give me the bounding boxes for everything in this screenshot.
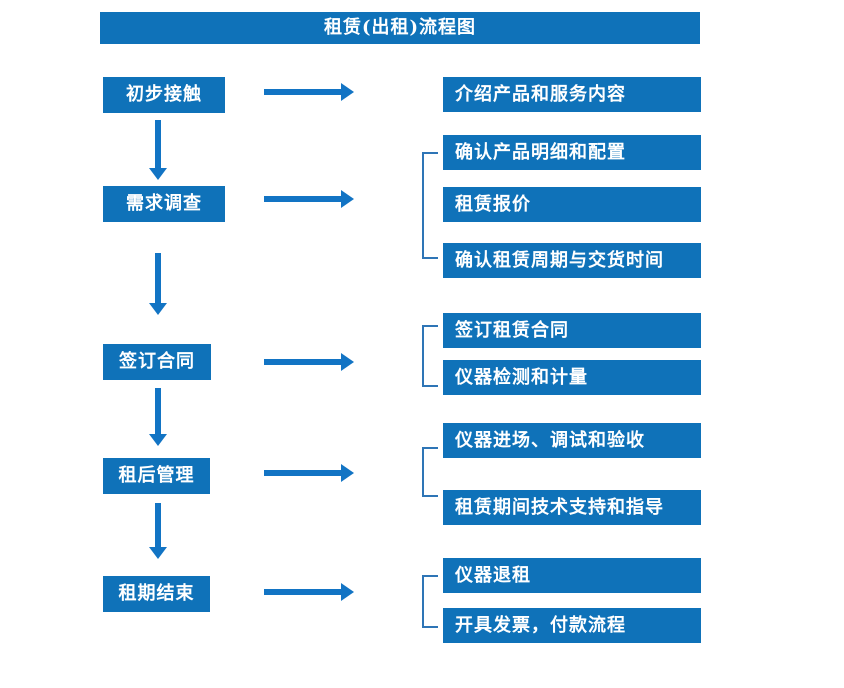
arrow-down-icon-4 [155,503,161,547]
arrow-down-icon-2 [155,253,161,303]
arrow-down-icon-3 [155,388,161,434]
arrow-right-icon-1 [264,89,341,95]
step-box-sign-contract: 签订合同 [103,344,211,380]
arrow-down-icon-1 [155,120,161,168]
flowchart-title: 租赁(出租)流程图 [100,12,700,44]
step-box-initial-contact: 初步接触 [103,77,225,113]
step-box-post-rental-mgmt: 租后管理 [103,458,210,494]
step-box-needs-survey: 需求调查 [103,186,225,222]
detail-box-instrument-testing: 仪器检测和计量 [443,360,701,395]
detail-box-rental-quote: 租赁报价 [443,187,701,222]
detail-box-instrument-return: 仪器退租 [443,558,701,593]
bracket-group-needs-survey [422,152,438,259]
bracket-group-sign-contract [422,325,438,387]
arrow-right-icon-2 [264,196,341,202]
detail-box-sign-rental-contract: 签订租赁合同 [443,313,701,348]
bracket-group-post-rental-mgmt [422,447,438,497]
step-box-rental-end: 租期结束 [103,576,210,612]
arrow-right-icon-3 [264,359,341,365]
detail-box-instrument-setup: 仪器进场、调试和验收 [443,423,701,458]
arrow-right-icon-4 [264,470,341,476]
detail-box-tech-support: 租赁期间技术支持和指导 [443,490,701,525]
detail-box-confirm-product-config: 确认产品明细和配置 [443,135,701,170]
bracket-group-rental-end [422,575,438,628]
arrow-right-icon-5 [264,589,341,595]
detail-box-intro-products: 介绍产品和服务内容 [443,77,701,112]
detail-box-invoice-payment: 开具发票，付款流程 [443,608,701,643]
detail-box-confirm-period-delivery: 确认租赁周期与交货时间 [443,243,701,278]
